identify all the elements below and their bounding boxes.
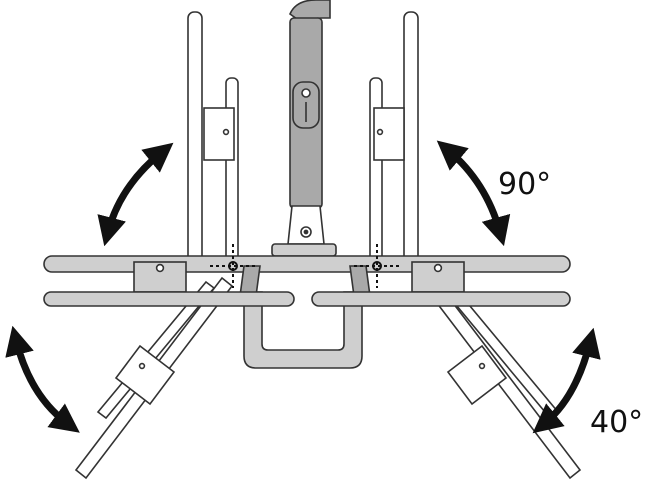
hub-base (271, 243, 337, 257)
upper-right-rotation-arrow (436, 140, 511, 247)
left-upright-monitor-inner (225, 77, 239, 263)
right-beam-clamp-body (411, 261, 465, 293)
right-upright-monitor (369, 11, 419, 263)
right-pivot-marker-ring (372, 261, 382, 271)
right-tilted-mount-screw (478, 362, 486, 370)
left-pivot-marker (210, 244, 256, 288)
left-upright-monitor-outer (187, 11, 203, 263)
right-tilted-monitor (422, 276, 582, 480)
left-beam-clamp (133, 261, 187, 293)
left-tilted-mount-plate (114, 344, 176, 406)
lower-right-rotation-arrow (532, 327, 601, 434)
left-tilted-monitor (74, 276, 234, 480)
tilt-hub (287, 205, 325, 245)
lower-left-rotation-arrow (5, 325, 80, 433)
right-beam-clamp-screw (433, 263, 443, 273)
left-upright-mount-plate (203, 107, 235, 161)
right-pivot-marker (354, 244, 400, 288)
mounting-pole (271, 0, 337, 257)
right-upright-monitor-outer (403, 11, 419, 263)
left-upright-mount-screw (222, 128, 230, 136)
right-lower-arm (311, 291, 571, 307)
right-beam-clamp (411, 261, 465, 293)
left-lower-arm (43, 291, 295, 307)
lower-angle-label: 40° (590, 405, 643, 440)
left-upright-monitor (187, 11, 239, 263)
tilt-hub-screw-center (303, 229, 309, 235)
pole-clamp-screw (301, 88, 311, 98)
upper-angle-label: 90° (498, 167, 551, 202)
left-pivot-marker-ring (228, 261, 238, 271)
top-cross-beam (43, 255, 571, 273)
right-tilted-mount-plate (446, 344, 508, 406)
right-upright-mount-screw (376, 128, 384, 136)
left-tilted-mount-screw (138, 362, 146, 370)
upper-left-rotation-arrow (97, 142, 174, 247)
left-beam-clamp-screw (155, 263, 165, 273)
right-upright-monitor-inner (369, 77, 383, 263)
